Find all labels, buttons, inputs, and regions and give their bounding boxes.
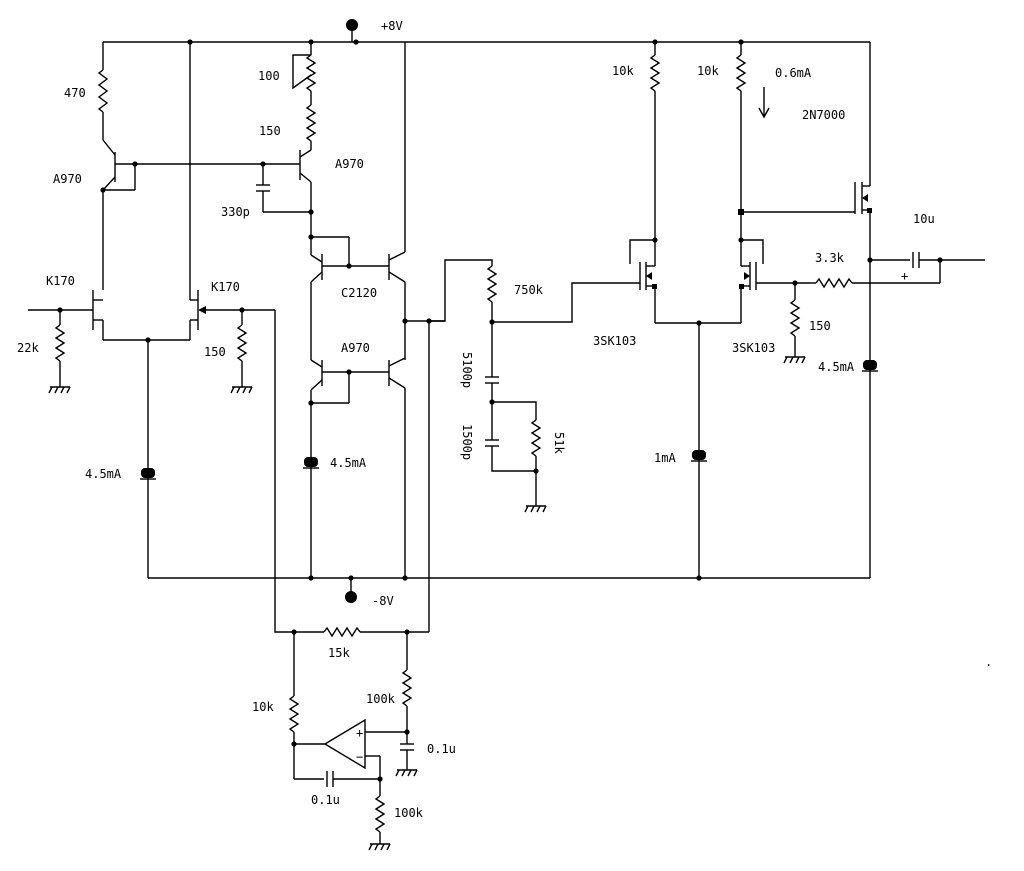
negative-supply-label: -8V xyxy=(372,594,394,608)
label-current-right: 4.5mA xyxy=(818,360,855,374)
label-plus: + xyxy=(901,269,908,283)
label-current-left: 4.5mA xyxy=(85,467,122,481)
input-pair xyxy=(28,42,275,578)
label-opamp-minus: − xyxy=(356,750,363,764)
label-opamp-plus: + xyxy=(356,726,363,740)
label-r150-top: 150 xyxy=(259,124,281,138)
label-c330p: 330p xyxy=(221,205,250,219)
negative-rail xyxy=(148,575,870,603)
label-r10k-fb: 10k xyxy=(252,700,274,714)
left-mirror xyxy=(97,42,300,290)
label-q-2n7000: 2N7000 xyxy=(802,108,845,122)
label-q-c2120: C2120 xyxy=(341,286,377,300)
label-current-1ma: 1mA xyxy=(654,451,676,465)
label-r100: 100 xyxy=(258,69,280,83)
label-k170-right: K170 xyxy=(211,280,240,294)
compensation-network xyxy=(429,259,640,513)
label-c1500p: 1500p xyxy=(460,424,474,460)
label-r150-left: 150 xyxy=(204,345,226,359)
label-r150-right: 150 xyxy=(809,319,831,333)
negative-supply-terminal xyxy=(345,591,357,603)
label-r51k: 51k xyxy=(552,432,566,454)
label-r10k-a: 10k xyxy=(612,64,634,78)
output-follower xyxy=(854,42,985,578)
label-c01u-a: 0.1u xyxy=(427,742,456,756)
label-c5100p: 5100p xyxy=(460,352,474,388)
label-q-3sk103-b: 3SK103 xyxy=(732,341,775,355)
positive-rail xyxy=(103,19,870,45)
label-dot-mark: . xyxy=(985,655,992,669)
label-current-06: 0.6mA xyxy=(775,66,812,80)
label-c01u-b: 0.1u xyxy=(311,793,340,807)
label-r100k-a: 100k xyxy=(366,692,396,706)
label-r750k: 750k xyxy=(514,283,544,297)
label-r22k: 22k xyxy=(17,341,39,355)
label-k170-left: K170 xyxy=(46,274,75,288)
dc-servo xyxy=(274,310,430,851)
opamp-symbol xyxy=(323,718,366,770)
voltage-amp-stage xyxy=(256,42,445,578)
label-r33k: 3.3k xyxy=(815,251,845,265)
label-r100k-b: 100k xyxy=(394,806,424,820)
output-pair xyxy=(629,42,941,578)
label-c10u: 10u xyxy=(913,212,935,226)
label-current-mid: 4.5mA xyxy=(330,456,367,470)
label-q-3sk103-a: 3SK103 xyxy=(593,334,636,348)
gate-resistors xyxy=(48,310,253,394)
positive-supply-label: +8V xyxy=(381,19,403,33)
label-r470: 470 xyxy=(64,86,86,100)
label-q1: A970 xyxy=(53,172,82,186)
label-q2: A970 xyxy=(335,157,364,171)
label-r10k-b: 10k xyxy=(697,64,719,78)
label-q-a970-low: A970 xyxy=(341,341,370,355)
label-r15k: 15k xyxy=(328,646,350,660)
